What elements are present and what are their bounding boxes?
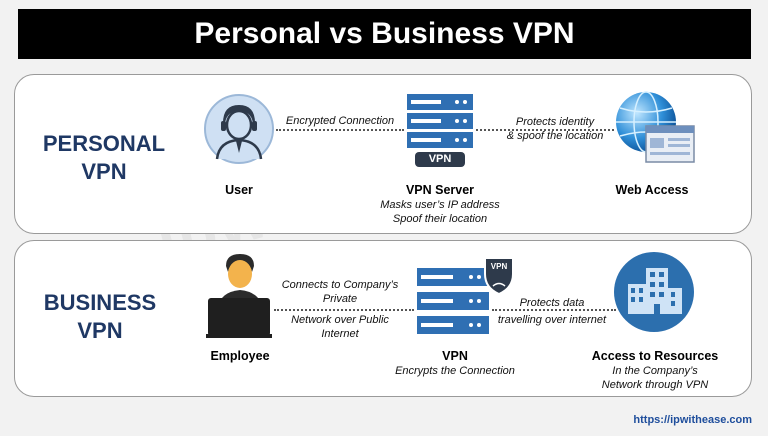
business-label-line2: VPN (77, 318, 123, 343)
company-connection-line1: Connects to Company’s (281, 279, 399, 291)
vpn-server-badge: VPN (428, 153, 452, 165)
employee-label: Employee (210, 349, 270, 363)
protects-identity-line1: Protects identity (515, 116, 595, 128)
personal-section-label: PERSONAL VPN (34, 130, 174, 186)
personal-label-line2: VPN (81, 159, 127, 184)
resources-label: Access to Resources (591, 349, 719, 363)
protects-data-label-top: Protects data (519, 297, 585, 309)
protects-identity-line (476, 129, 614, 131)
company-connection-label-bottom: Network over Public Internet (270, 313, 410, 341)
vpn-note: Encrypts the Connection (395, 365, 515, 377)
company-connection-label-top: Connects to Company’s Private (270, 278, 410, 306)
company-connection-line4: Internet (321, 328, 359, 340)
web-access-label: Web Access (615, 183, 689, 197)
protects-data-label-bottom: travelling over internet (497, 314, 607, 326)
vpn-server-note: Masks user’s IP address Spoof their loca… (370, 198, 510, 226)
page-title: Personal vs Business VPN (18, 9, 751, 59)
business-label-line1: BUSINESS (43, 290, 157, 315)
vpn-server-icon (407, 94, 473, 167)
source-url[interactable]: https://ipwithease.com (633, 414, 752, 426)
employee-laptop-icon (206, 254, 272, 338)
globe-web-icon (616, 91, 695, 163)
vpn-shield-server-icon (417, 257, 514, 334)
company-connection-line3: Network over Public (291, 314, 389, 326)
resources-note-line1: In the Company’s (612, 365, 698, 377)
company-connection-line2: Private (322, 293, 358, 305)
resources-note-line2: Network through VPN (601, 379, 709, 391)
protects-identity-label: Protects identity & spoof the location (490, 115, 620, 143)
vpn-label: VPN (442, 349, 468, 363)
business-section-label: BUSINESS VPN (30, 289, 170, 345)
office-building-icon (614, 252, 694, 332)
protects-data-line (492, 309, 616, 311)
vpn-shield-badge: VPN (490, 262, 508, 271)
resources-note: In the Company’s Network through VPN (580, 364, 730, 392)
protects-identity-line2: & spoof the location (506, 130, 604, 142)
encrypted-connection-label: Encrypted Connection (285, 115, 395, 127)
user-label: User (225, 183, 253, 197)
personal-label-line1: PERSONAL (42, 131, 166, 156)
vpn-server-note-line2: Spoof their location (392, 213, 488, 225)
company-connection-line (274, 309, 414, 311)
vpn-server-note-line1: Masks user’s IP address (380, 199, 500, 211)
user-icon (204, 94, 274, 164)
encrypted-connection-line (276, 129, 404, 131)
vpn-server-label: VPN Server (405, 183, 475, 197)
